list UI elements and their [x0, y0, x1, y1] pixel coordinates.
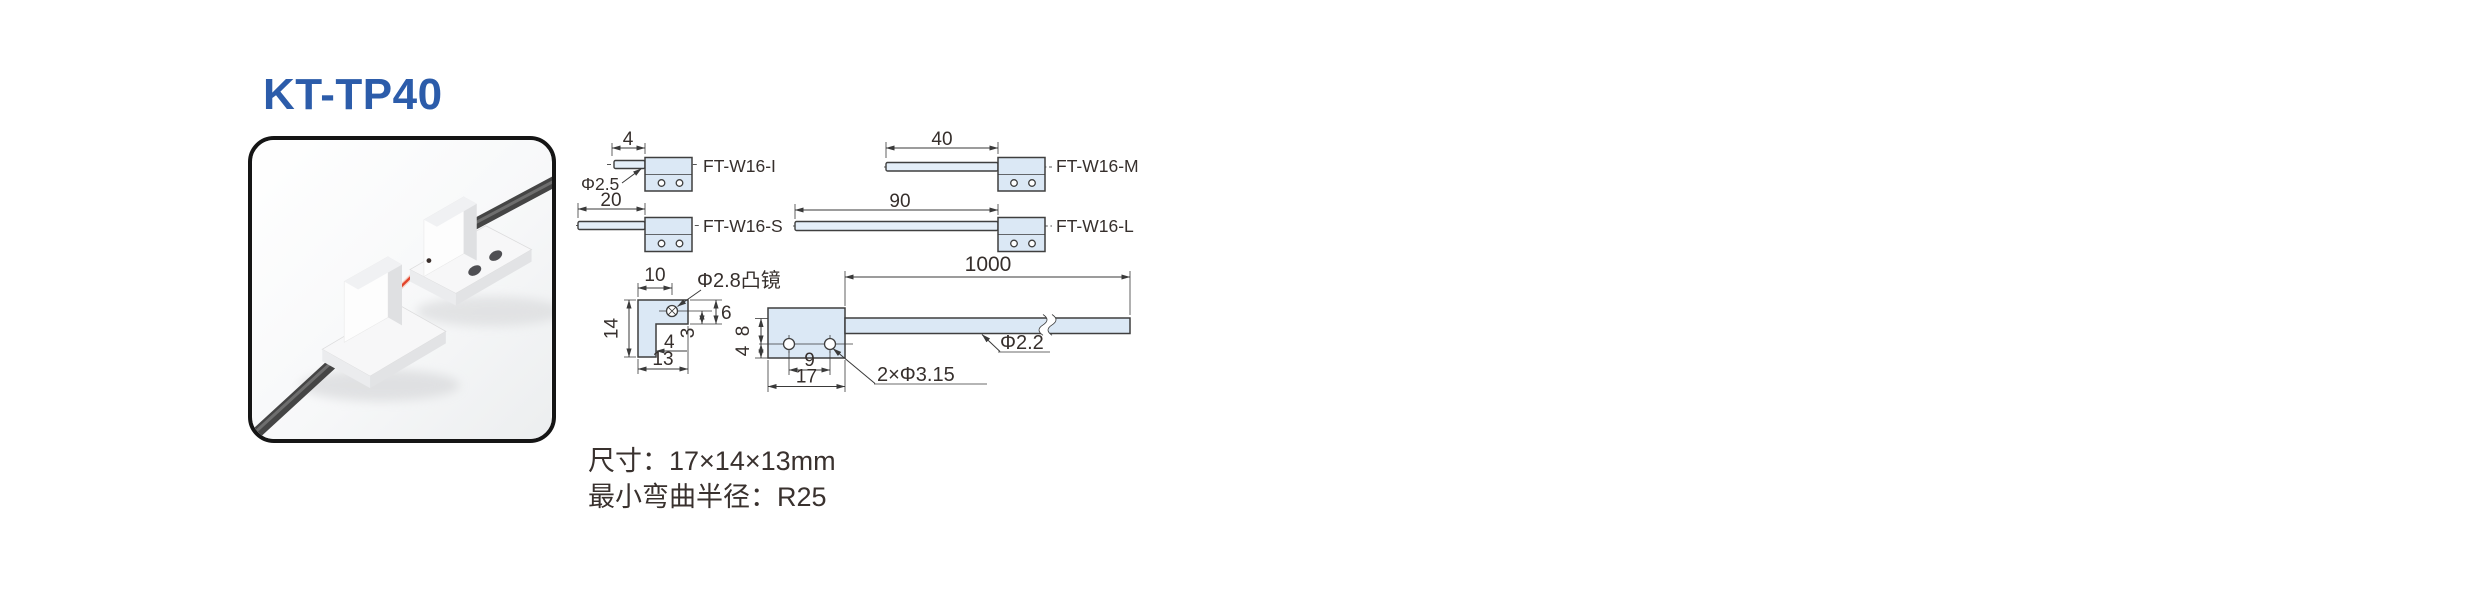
dim-holes-label: 2×Φ3.15 [877, 364, 955, 386]
product-photo [252, 140, 552, 439]
dim-total-width: 13 [652, 349, 673, 370]
dim-hole-offset-bottom: 4 [733, 345, 754, 356]
dim-sleeve-m: 40 [931, 129, 952, 150]
dim-lens-from-top: 6 [721, 303, 732, 324]
variant-ft-w16-m: 40 FT-W16-M [884, 129, 1139, 192]
dim-leg-width: 4 [664, 332, 675, 353]
variant-ft-w16-i: 4 FT-W16-I Φ2.5 [581, 129, 776, 194]
spec-dimensions: 尺寸：17×14×13mm [588, 446, 836, 476]
lens-dot [426, 258, 432, 263]
dim-height: 14 [602, 318, 623, 340]
dim-body-width: 17 [796, 367, 817, 388]
dim-sleeve-i: 4 [623, 129, 634, 150]
mounting-hole-drawing [823, 337, 837, 351]
variant-ft-w16-s: 20 FT-W16-S [576, 190, 783, 253]
dimension-drawing: 4 FT-W16-I Φ2.5 40 FT-W16-M [576, 129, 1139, 392]
dim-cable-length: 1000 [965, 253, 1012, 276]
variant-label-m: FT-W16-M [1056, 156, 1139, 176]
shadow-right [415, 296, 552, 327]
dim-hole-offset-top: 8 [733, 326, 754, 337]
end-view: Φ2.8凸镜 10 14 6 3 4 13 [602, 265, 781, 374]
tip-diameter-label: Φ2.5 [581, 174, 619, 194]
sensor-head-left [321, 256, 447, 389]
dim-sleeve-s: 20 [600, 190, 621, 211]
lens-label: Φ2.8凸镜 [697, 269, 781, 292]
mounting-hole [489, 250, 503, 261]
variant-ft-w16-l: 90 FT-W16-L [793, 191, 1134, 253]
product-photo-frame [248, 136, 556, 443]
dim-lens-inset: 3 [678, 328, 699, 339]
page-title: KT-TP40 [263, 70, 443, 119]
dim-hole-spacing: 9 [804, 350, 815, 371]
dim-sleeve-l: 90 [889, 191, 910, 212]
spec-min-bend-radius: 最小弯曲半径：R25 [588, 482, 827, 512]
side-view: 1000 Φ2.2 2×Φ3.15 9 17 8 4 [733, 253, 1131, 392]
fiber-cable-upper [466, 176, 552, 232]
sensor-head-right [409, 196, 533, 306]
mounting-hole [468, 265, 482, 276]
variant-label-i: FT-W16-I [703, 156, 776, 176]
cable-break-gap [1039, 314, 1056, 336]
specs-block: 尺寸：17×14×13mm 最小弯曲半径：R25 [588, 443, 836, 515]
variant-label-s: FT-W16-S [703, 216, 783, 236]
dim-top-width: 10 [644, 265, 665, 286]
shadow-left [300, 369, 460, 402]
dim-cable-diameter: Φ2.2 [1000, 332, 1044, 354]
mounting-hole-drawing [782, 337, 796, 351]
variant-label-l: FT-W16-L [1056, 216, 1134, 236]
